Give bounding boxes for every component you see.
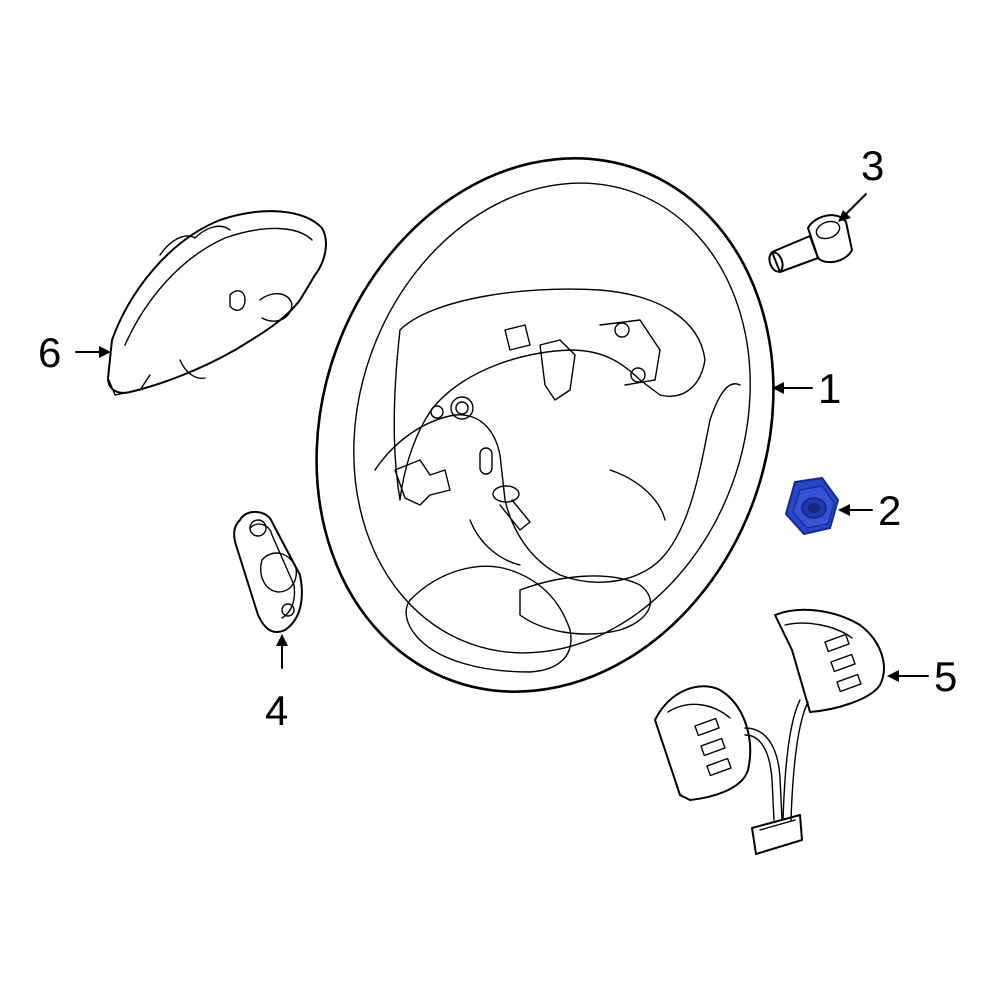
bolt[interactable] xyxy=(767,214,853,273)
paddle-switch[interactable] xyxy=(233,511,303,634)
callout-4: 4 xyxy=(265,687,289,734)
leader-line-3 xyxy=(838,193,867,222)
steering-wheel-cover[interactable] xyxy=(107,210,327,396)
callout-6: 6 xyxy=(38,329,62,376)
steering-wheel[interactable] xyxy=(243,93,846,756)
leader-line-5 xyxy=(887,670,929,682)
leader-line-4 xyxy=(276,634,288,669)
leader-line-6 xyxy=(75,346,111,358)
leader-line-1 xyxy=(772,382,813,394)
callout-1: 1 xyxy=(818,365,842,412)
callout-3: 3 xyxy=(861,142,885,189)
steering-control-switch[interactable] xyxy=(654,608,885,855)
callout-5: 5 xyxy=(934,653,958,700)
callout-2: 2 xyxy=(878,487,902,534)
steering-wheel-nut[interactable] xyxy=(784,476,840,536)
leader-line-2 xyxy=(838,504,873,516)
